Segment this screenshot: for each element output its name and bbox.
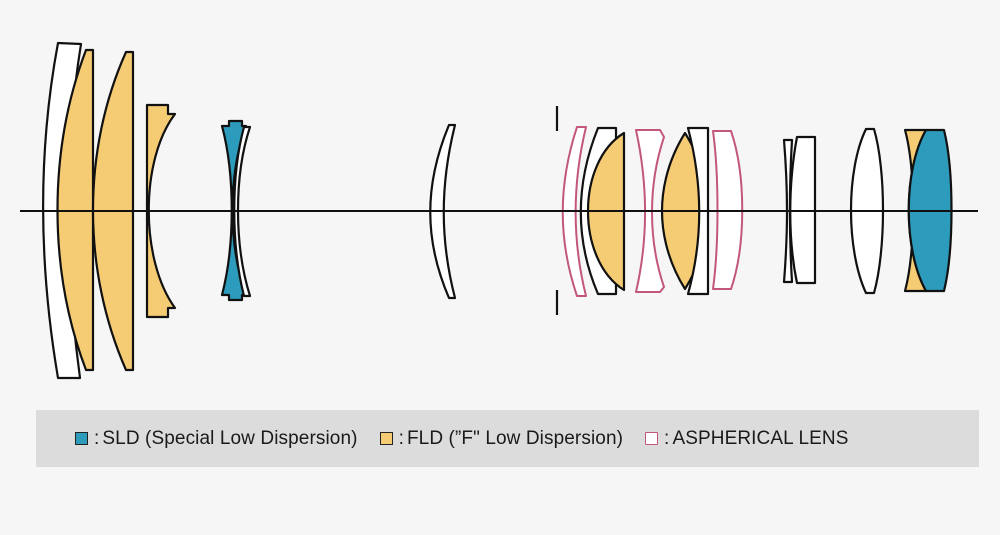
legend-separator: : xyxy=(664,427,670,449)
lens-element-6-plain xyxy=(233,125,252,298)
legend-separator: : xyxy=(94,427,100,449)
legend-separator: : xyxy=(398,427,404,449)
legend-bar: : SLD (Special Low Dispersion) : FLD (”F… xyxy=(36,410,979,467)
legend-label-sld: SLD (Special Low Dispersion) xyxy=(102,427,358,449)
lens-construction-diagram xyxy=(20,41,978,380)
lens-element-13-plain xyxy=(686,126,710,296)
legend-label-aspherical: ASPHERICAL LENS xyxy=(672,427,849,449)
legend-item-aspherical: : ASPHERICAL LENS xyxy=(645,428,848,450)
aspherical-swatch-icon xyxy=(645,432,659,445)
sld-swatch-icon xyxy=(75,432,88,445)
fld-swatch-icon xyxy=(379,432,393,445)
lens-element-4-fld xyxy=(145,103,177,319)
legend-item-fld: : FLD (”F" Low Dispersion) xyxy=(379,427,624,450)
legend-label-fld: FLD (”F" Low Dispersion) xyxy=(406,427,624,449)
legend-item-sld: : SLD (Special Low Dispersion) xyxy=(75,428,358,450)
